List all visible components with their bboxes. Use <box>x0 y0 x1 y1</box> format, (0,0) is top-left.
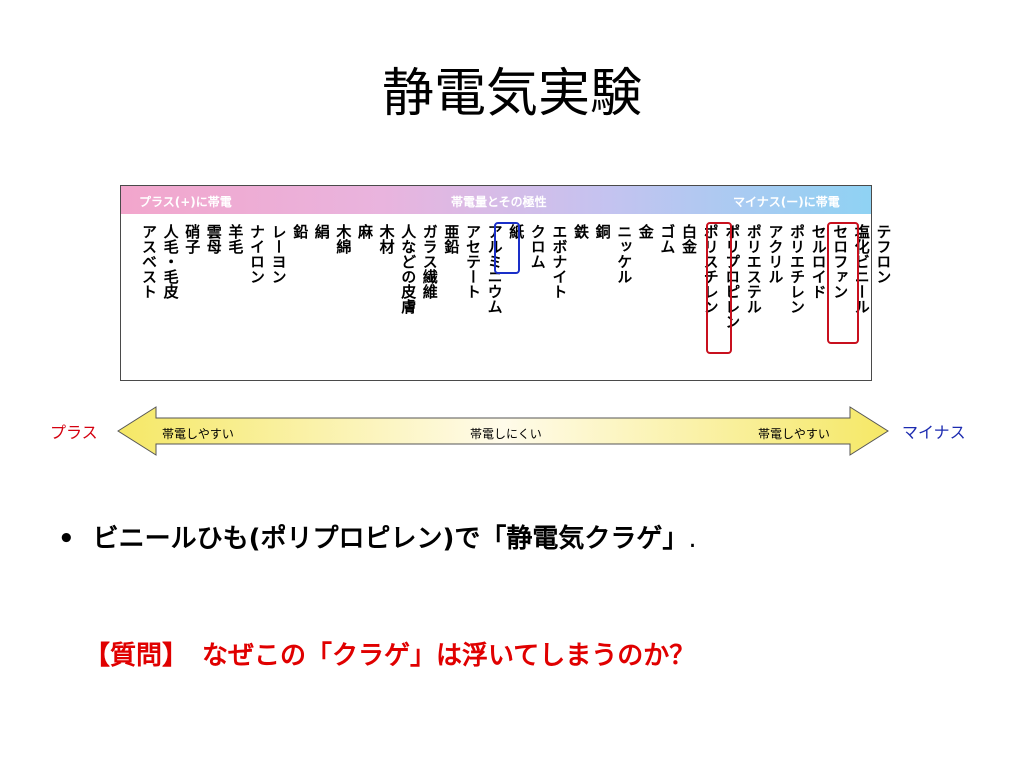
material-item: 紙 <box>507 224 526 239</box>
material-item: 亜鉛 <box>442 224 461 254</box>
question-text: なぜこの「クラゲ」は浮いてしまうのか？ <box>202 641 696 671</box>
material-item: セロファン <box>831 224 850 299</box>
double-arrow-scale <box>117 406 889 456</box>
bullet-item: • ビニールひも(ポリプロピレン)で「静電気クラゲ」. <box>58 518 697 555</box>
material-item: 白金 <box>680 224 698 254</box>
material-item: 鉄 <box>572 224 590 239</box>
header-center-label: 帯電量とその極性 <box>451 195 547 209</box>
bullet-dot-icon: • <box>58 524 75 554</box>
header-minus-label: マイナス(ー)に帯電 <box>733 195 840 209</box>
material-item: ニッケル <box>615 224 634 284</box>
material-item: ガラス繊維 <box>420 224 439 299</box>
material-item: レーヨン <box>269 224 288 284</box>
triboelectric-series-panel: プラス(+)に帯電 帯電量とその極性 マイナス(ー)に帯電 アスベスト人毛・毛皮… <box>120 185 892 381</box>
material-item: ナイロン <box>248 224 266 284</box>
paper-highlight-box <box>494 222 520 274</box>
material-item: ポリエチレン <box>788 224 806 314</box>
material-item: ゴム <box>658 224 677 254</box>
material-item: 木材 <box>377 224 396 254</box>
material-item: テフロン <box>874 224 893 284</box>
material-item: セルロイド <box>809 224 828 299</box>
scale-center-label: 帯電しにくい <box>470 427 542 441</box>
material-item: 人などの皮膚 <box>399 224 418 314</box>
material-item: アスベスト <box>140 224 158 299</box>
material-item: アセテート <box>464 224 482 299</box>
slide-title: 静電気実験 <box>381 64 642 124</box>
header-plus-label: プラス(+)に帯電 <box>139 195 232 209</box>
material-item: 羊毛 <box>226 224 245 254</box>
material-item: 雲母 <box>204 224 223 254</box>
material-item: 絹 <box>312 224 331 239</box>
material-item: ポリエステル <box>744 224 763 314</box>
material-item: 木綿 <box>334 224 353 254</box>
material-item: 麻 <box>356 224 374 239</box>
scale-left-label: 帯電しやすい <box>162 427 234 441</box>
bullet-period: . <box>688 524 697 554</box>
question-label: 【質問】 <box>84 641 189 671</box>
material-item: エボナイト <box>550 224 569 299</box>
bullet-text: ビニールひも(ポリプロピレン)で「静電気クラゲ」 <box>92 524 689 554</box>
polypropylene-highlight-box <box>706 222 732 354</box>
material-item: ポリプロピレン <box>723 224 742 329</box>
plus-side-label: プラス <box>50 423 98 442</box>
material-item: 人毛・毛皮 <box>161 224 180 299</box>
vinyl-chloride-highlight-box <box>827 222 859 344</box>
material-item: アクリル <box>766 224 785 284</box>
material-item: 金 <box>636 224 655 239</box>
material-item: 鉛 <box>291 224 310 239</box>
question-line: 【質問】なぜこの「クラゲ」は浮いてしまうのか？ <box>84 635 695 672</box>
material-item: 硝子 <box>183 224 202 254</box>
minus-side-label: マイナス <box>902 423 966 442</box>
material-item: クロム <box>528 224 547 269</box>
scale-right-label: 帯電しやすい <box>758 427 830 441</box>
material-item: 銅 <box>593 224 612 239</box>
polarity-header: プラス(+)に帯電 帯電量とその極性 マイナス(ー)に帯電 <box>121 186 871 214</box>
